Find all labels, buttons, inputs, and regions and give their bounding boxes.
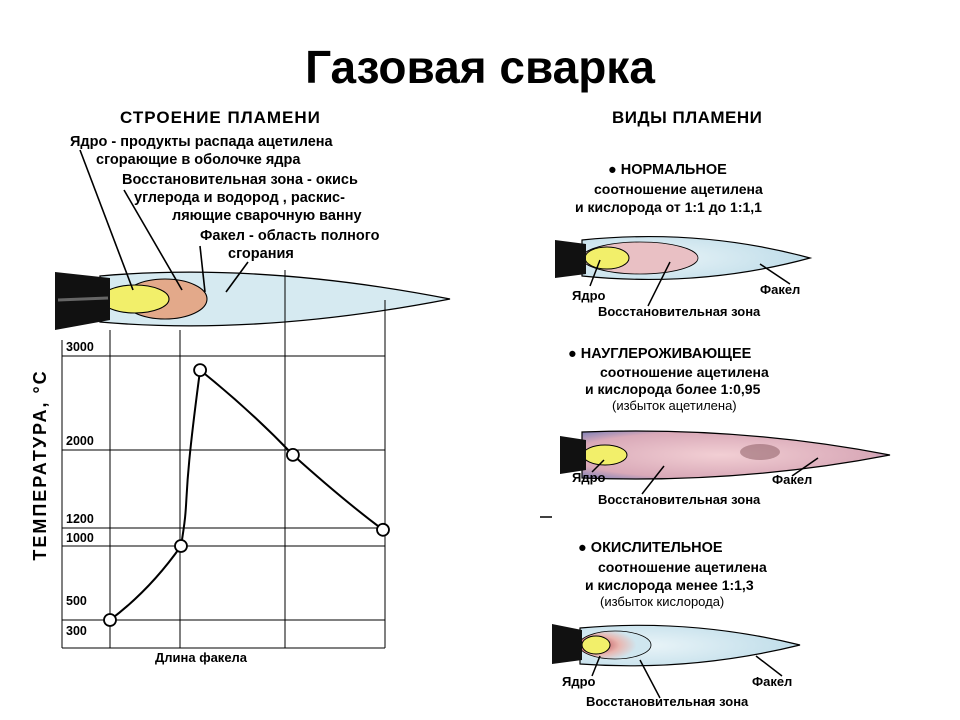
- oxidizing-title: ● ОКИСЛИТЕЛЬНОЕ: [578, 540, 723, 556]
- temperature-point-3: [286, 447, 300, 462]
- oxidizing-desc-2: и кислорода менее 1:1,3: [585, 577, 754, 593]
- oxidizing-zone-label: Восстановительная зона: [586, 694, 749, 709]
- normal-desc-2: и кислорода от 1:1 до 1:1,1: [575, 199, 762, 215]
- big-flame-core: [100, 284, 170, 314]
- carburizing-torch-label: Факел: [772, 472, 813, 487]
- carburizing-flame-nozzle: [560, 436, 586, 474]
- oxidizing-flame-nozzle: [552, 624, 582, 664]
- normal-leader-lines: [589, 259, 791, 307]
- normal-flame: [555, 236, 813, 280]
- y-tick-500: 500: [66, 594, 87, 608]
- torch-label-2: сгорания: [228, 246, 294, 262]
- oxidizing-flame: [552, 624, 801, 667]
- torch-label-1: Факел - область полного: [200, 228, 380, 244]
- carburizing-zone-label: Восстановительная зона: [598, 492, 761, 507]
- carburizing-desc-3: (избыток ацетилена): [612, 398, 737, 413]
- big-flame-nozzle: [55, 272, 110, 330]
- y-axis-label: ТЕМПЕРАТУРА, °С: [30, 369, 50, 561]
- temperature-point-2: [193, 363, 207, 378]
- reduce-label-1: Восстановительная зона - окись: [122, 172, 358, 188]
- y-tick-1000: 1000: [66, 531, 94, 545]
- carburizing-core-label: Ядро: [572, 470, 606, 485]
- temperature-point-4: [376, 522, 390, 537]
- normal-zone-label: Восстановительная зона: [598, 304, 761, 319]
- carburizing-flame-torch: [581, 430, 891, 480]
- reduce-label-2: углерода и водород , раскис-: [134, 190, 345, 206]
- types-heading: ВИДЫ ПЛАМЕНИ: [612, 108, 763, 127]
- page-title: Газовая сварка: [305, 41, 655, 93]
- oxidizing-core-label: Ядро: [562, 674, 596, 689]
- carburizing-desc-1: соотношение ацетилена: [600, 364, 769, 380]
- oxidizing-desc-3: (избыток кислорода): [600, 594, 725, 609]
- core-label-1: Ядро - продукты распада ацетилена: [70, 134, 333, 150]
- oxidizing-flame-core: [581, 635, 611, 655]
- chart-grid: [61, 270, 386, 649]
- normal-core-label: Ядро: [572, 288, 606, 303]
- core-label-2: сгорающие в оболочке ядра: [96, 152, 301, 168]
- y-tick-2000: 2000: [66, 434, 94, 448]
- temperature-point-1: [174, 539, 188, 553]
- normal-torch-label: Факел: [760, 282, 801, 297]
- carburizing-leader-lines: [591, 457, 819, 495]
- y-tick-300: 300: [66, 624, 87, 638]
- reduce-label-3: ляющие сварочную ванну: [172, 208, 362, 224]
- temperature-curve: [109, 368, 384, 621]
- normal-flame-nozzle: [555, 240, 586, 278]
- carburizing-name: НАУГЛЕРОЖИВАЮЩЕЕ: [580, 346, 752, 362]
- carburizing-flame: [560, 430, 891, 480]
- oxidizing-torch-label: Факел: [752, 674, 793, 689]
- structure-leader-lines: [79, 149, 249, 293]
- carburizing-title: ● НАУГЛЕРОЖИВАЮЩЕЕ: [568, 346, 752, 362]
- big-flame: [55, 271, 451, 330]
- carburizing-flame-core: [582, 444, 628, 466]
- normal-flame-core: [584, 246, 630, 270]
- temperature-chart: [103, 363, 390, 627]
- oxidizing-name: ОКИСЛИТЕЛЬНОЕ: [590, 540, 723, 556]
- structure-heading: СТРОЕНИЕ ПЛАМЕНИ: [120, 108, 321, 127]
- normal-desc-1: соотношение ацетилена: [594, 181, 763, 197]
- normal-name: НОРМАЛЬНОЕ: [620, 162, 727, 178]
- x-axis-label: Длина факела: [155, 650, 248, 665]
- oxidizing-leader-lines: [591, 655, 783, 699]
- temperature-point-0: [103, 613, 117, 627]
- normal-title: ● НОРМАЛЬНОЕ: [608, 162, 727, 178]
- carburizing-desc-2: и кислорода более 1:0,95: [585, 381, 761, 397]
- y-tick-3000: 3000: [66, 340, 94, 354]
- oxidizing-desc-1: соотношение ацетилена: [598, 559, 767, 575]
- y-tick-1200: 1200: [66, 512, 94, 526]
